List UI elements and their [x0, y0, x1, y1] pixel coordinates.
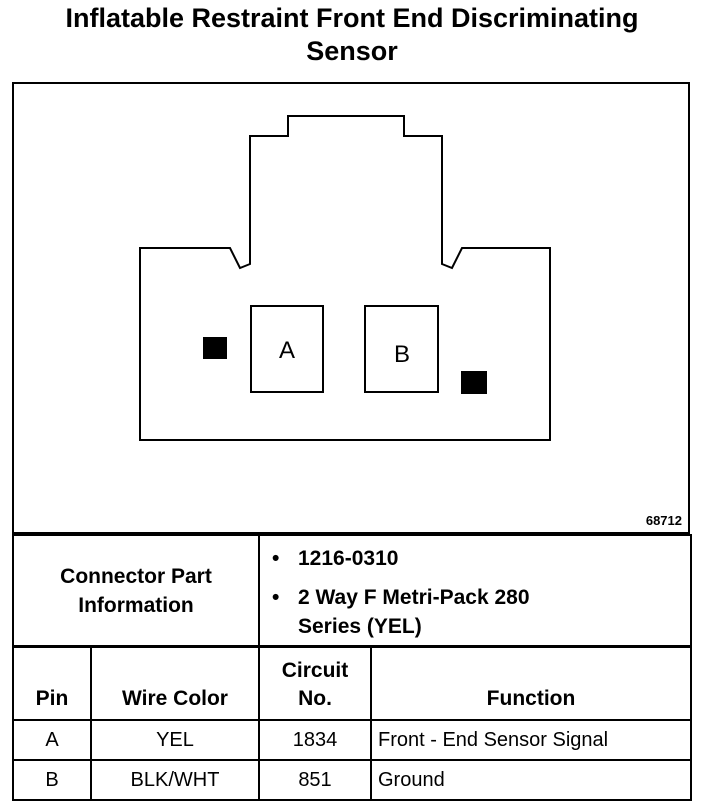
header-wire-color: Wire Color	[90, 645, 260, 721]
connector-part-label: Connector Part Information	[12, 534, 260, 648]
header-circuit-no: Circuit No.	[258, 645, 372, 721]
connector-part-label-line-1: Connector Part	[60, 565, 212, 588]
pin-cell: A	[12, 719, 92, 761]
pin-b-label: B	[394, 341, 410, 368]
locator-mark-right	[461, 371, 487, 394]
header-function: Function	[370, 645, 692, 721]
pin-b-cavity	[364, 305, 439, 393]
connector-info-table: Connector Part Information 1216-0310 2 W…	[12, 534, 692, 648]
function-cell: Ground	[370, 759, 692, 801]
connector-type-line-2: Series (YEL)	[298, 614, 422, 638]
pin-cell: B	[12, 759, 92, 801]
connector-drawing: A B	[139, 115, 551, 441]
header-circuit-line-2: No.	[298, 687, 332, 710]
connector-type-line-1: 2 Way F Metri-Pack 280	[298, 585, 530, 609]
wire-color-cell: BLK/WHT	[90, 759, 260, 801]
pin-a-label: A	[279, 337, 295, 364]
circuit-cell: 1834	[258, 719, 372, 761]
title-line-1: Inflatable Restraint Front End Discrimin…	[65, 3, 639, 33]
connector-housing-outline	[139, 115, 551, 441]
wire-color-cell: YEL	[90, 719, 260, 761]
connector-part-label-line-2: Information	[78, 594, 194, 617]
table-row: A YEL 1834 Front - End Sensor Signal	[12, 719, 692, 761]
function-cell: Front - End Sensor Signal	[370, 719, 692, 761]
connector-part-details: 1216-0310 2 Way F Metri-Pack 280 Series …	[258, 534, 692, 648]
part-number: 1216-0310	[272, 544, 690, 573]
header-circuit-line-1: Circuit	[281, 659, 349, 682]
figure-number: 68712	[645, 513, 682, 528]
circuit-cell: 851	[258, 759, 372, 801]
locator-mark-left	[203, 337, 227, 359]
page-title: Inflatable Restraint Front End Discrimin…	[0, 2, 704, 68]
pin-table: Pin Wire Color Circuit No. Function A YE…	[12, 645, 692, 801]
title-line-2: Sensor	[306, 36, 398, 66]
connector-part-list: 1216-0310 2 Way F Metri-Pack 280 Series …	[260, 538, 690, 641]
connector-diagram: A B 68712	[12, 82, 690, 534]
table-row: B BLK/WHT 851 Ground	[12, 759, 692, 801]
connector-type: 2 Way F Metri-Pack 280 Series (YEL)	[272, 583, 690, 641]
pin-a-cavity	[250, 305, 324, 393]
header-pin: Pin	[12, 645, 92, 721]
